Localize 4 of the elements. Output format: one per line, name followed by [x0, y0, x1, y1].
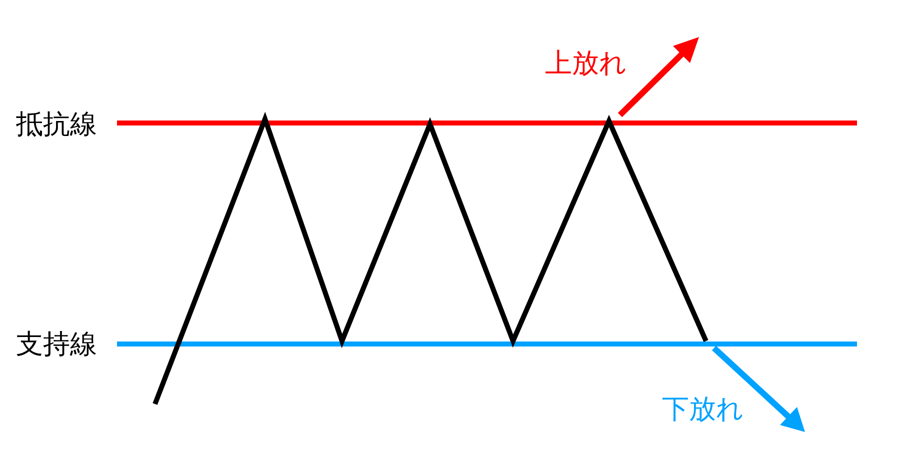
line-label: 抵抗線: [16, 109, 97, 141]
line-label: 支持線: [16, 329, 97, 361]
breakout-label: 上放れ: [545, 48, 627, 80]
breakout-label: 下放れ: [662, 394, 744, 426]
